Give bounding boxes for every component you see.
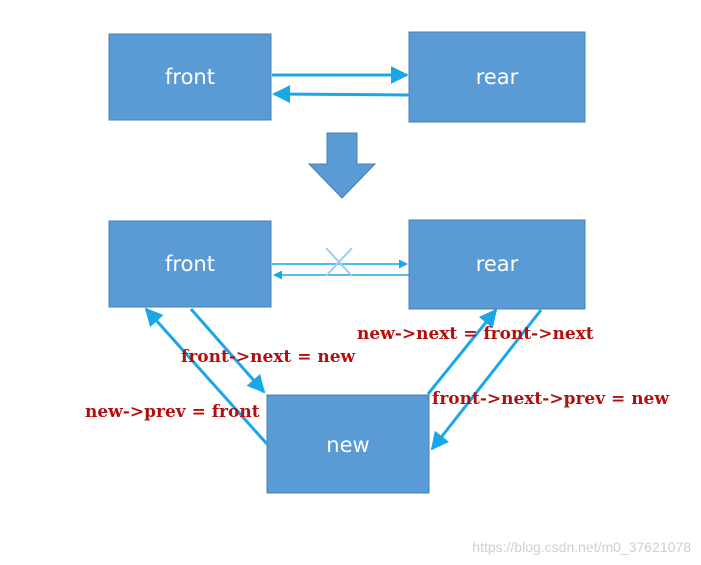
new-node-label: new [326,433,369,457]
cross-icon [325,247,353,277]
top-rear-node: rear [408,31,586,123]
label-front-next-prev-new: front->next->prev = new [432,389,669,409]
label-new-next-front-next: new->next = front->next [357,324,594,344]
front-next-to-new-arrow [189,308,266,394]
top-front-node: front [108,33,272,121]
bottom-front-node: front [108,220,272,308]
watermark-url: https://blog.csdn.net/m0_37621078 [472,539,691,555]
new-next-to-rear-arrow [426,308,498,395]
new-node: new [266,394,430,494]
label-front-next-new: front->next = new [181,347,356,367]
bottom-rear-node: rear [408,219,586,310]
top-prev-arrow [272,85,410,104]
label-new-prev-front: new->prev = front [85,402,260,422]
new-prev-to-front-arrow [144,307,269,446]
transition-down-arrow-icon [307,132,377,199]
top-rear-label: rear [476,65,519,89]
top-front-label: front [165,65,215,89]
bottom-rear-label: rear [476,252,519,276]
bottom-front-label: front [165,252,215,276]
rear-prev-to-new-arrow [430,309,543,451]
